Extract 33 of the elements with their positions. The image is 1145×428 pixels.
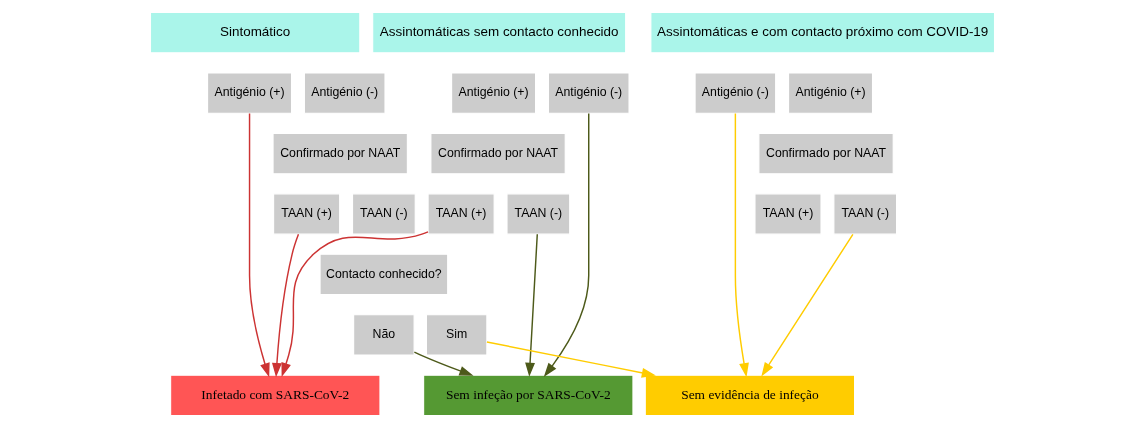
node-box: Confirmado por NAAT bbox=[430, 132, 566, 175]
node-box: Antigénio (-) bbox=[694, 72, 777, 114]
arrow bbox=[525, 233, 538, 377]
node-box: Sem infeção por SARS-CoV-2 bbox=[423, 374, 634, 417]
arrow bbox=[486, 341, 656, 378]
node-box: Antigénio (+) bbox=[788, 72, 874, 114]
node-box: TAAN (-) bbox=[351, 193, 416, 235]
arrow bbox=[271, 233, 300, 378]
node-box: Sem evidência de infeção bbox=[644, 374, 856, 417]
node-box: Confirmado por NAAT bbox=[758, 132, 894, 175]
arrow bbox=[734, 112, 749, 378]
node-box: TAAN (-) bbox=[506, 193, 571, 235]
node-box: Antigénio (-) bbox=[303, 72, 386, 114]
node-box: TAAN (+) bbox=[427, 193, 495, 235]
arrow bbox=[761, 233, 854, 377]
node-box: Antigénio (-) bbox=[547, 72, 630, 114]
node-box: Contacto conhecido? bbox=[319, 253, 449, 296]
arrow bbox=[543, 112, 590, 377]
node-box: Não bbox=[353, 314, 415, 356]
node-box: TAAN (+) bbox=[754, 193, 822, 235]
node-box: Confirmado por NAAT bbox=[272, 132, 408, 175]
node-box: Infetado com SARS-CoV-2 bbox=[170, 374, 381, 417]
node-box: Antigénio (+) bbox=[207, 72, 293, 114]
node-box: TAAN (+) bbox=[273, 193, 341, 235]
node-box: Assintomáticas e com contacto próximo com COVID-19 bbox=[650, 11, 996, 54]
arrow bbox=[248, 112, 270, 378]
node-box: Antigénio (+) bbox=[451, 72, 537, 114]
arrow bbox=[413, 351, 474, 376]
node-box: Sim bbox=[425, 314, 488, 356]
node-box: Assintomáticas sem contacto conhecido bbox=[372, 11, 627, 54]
arrow bbox=[281, 231, 429, 377]
node-box: Sintomático bbox=[149, 11, 361, 54]
node-box: TAAN (-) bbox=[833, 193, 898, 235]
